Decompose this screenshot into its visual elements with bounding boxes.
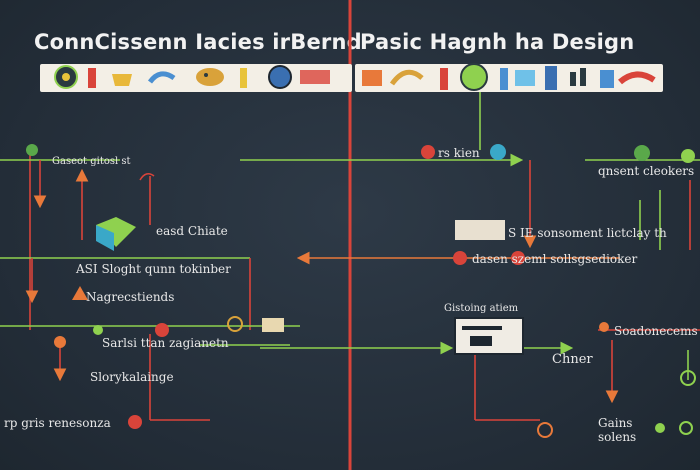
brush-icon (147, 71, 176, 84)
label-bottom-left: rp gris renesonza (4, 416, 111, 430)
palette-icon (196, 68, 224, 86)
label-right-mid1: S IE sonsoment lictclay th (508, 226, 667, 240)
label-bottom-right2: solens (598, 430, 637, 444)
label-left-chain: Sarlsi ttan zagianetn (102, 336, 229, 350)
diagram-nodes (26, 144, 696, 438)
title-right: Pasic Hagnh ha Design (360, 30, 635, 54)
left-flows (0, 150, 300, 421)
label-left-box: easd Chiate (156, 224, 228, 238)
icon-strip (40, 63, 663, 92)
lamp-icon (389, 69, 424, 86)
right-flows (474, 159, 700, 421)
label-left-mid: ASI Sloght qunn tokinber (76, 262, 231, 276)
label-left-warn: Nagrecstiends (86, 290, 175, 304)
label-bottom-right1: Gains (598, 416, 633, 430)
chart-icon (570, 68, 586, 86)
label-right-mid2: dasen szeml sollsgsedioker (472, 252, 638, 266)
label-right-chner: Chner (552, 352, 593, 367)
globe-icon (268, 65, 292, 89)
center-flows (240, 92, 620, 355)
compass-icon (54, 65, 78, 89)
label-right-top: qnsent cleokers (598, 164, 695, 178)
title-left: ConnCissenn Iacies irBernd (34, 30, 362, 54)
label-right-chain: Soadonecems (614, 324, 698, 338)
bottle-icon (88, 68, 96, 88)
label-top-left-small: Gaseot gitosl st (52, 156, 131, 167)
label-center-top: rs kien (438, 146, 480, 160)
cup-icon (112, 74, 132, 86)
label-center-box: Gistoing atiem (444, 303, 519, 314)
label-left-story: Slorykalainge (90, 370, 174, 384)
